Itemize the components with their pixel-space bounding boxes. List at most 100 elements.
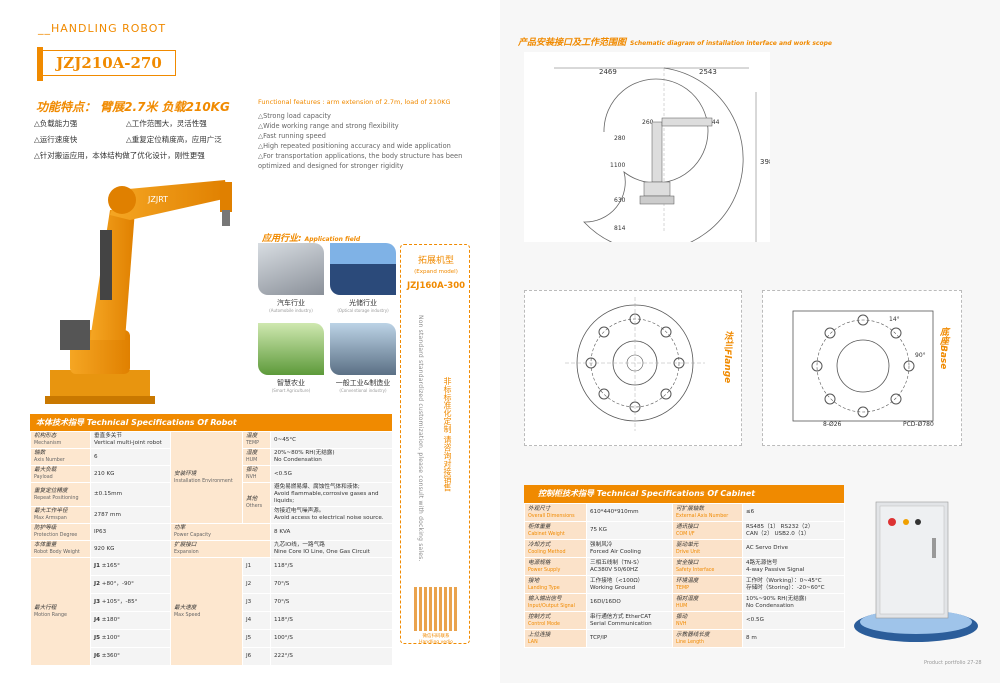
cab-value: 10%~90% RH(无结露) No Condensation — [742, 593, 845, 612]
solar-photo — [330, 243, 396, 295]
page-footer: Product portfolio 27-28 — [924, 660, 982, 666]
model-title: JZJ210A-270 — [37, 47, 176, 81]
joint-speed: 118°/S — [270, 557, 393, 576]
dim-3987: 3987 — [760, 158, 770, 166]
cab-key-en: Cabinet Weight — [528, 531, 565, 537]
spec-key-en: Motion Range — [34, 612, 67, 618]
base-drawing-box: 14° 90° 8-Ø26 PCD-Ø780 底座Base — [762, 290, 962, 446]
cab-key-en: TEMP — [676, 585, 689, 591]
spec-key-en: Payload — [34, 475, 53, 480]
spec-key-en: NVH — [246, 475, 257, 480]
joint-label: J4 — [94, 617, 100, 623]
spec-key: 最大负载 — [34, 467, 57, 473]
application-title-en: Application field — [304, 236, 361, 243]
spec-key-en: Installation Environment — [174, 478, 233, 484]
robot-logo: JZJRT — [147, 195, 168, 204]
joint-label: J5 — [242, 629, 271, 648]
cab-key: 振动 — [676, 613, 688, 620]
qr-code-icon[interactable] — [414, 587, 458, 631]
spec-key: 湿度 — [246, 450, 258, 456]
spec-key-en: Expansion — [174, 550, 199, 555]
joint-label: J2 — [94, 581, 100, 587]
app-caption-cn: 汽车行业 — [276, 299, 305, 307]
app-optical-storage: 光储行业(Optical storage industry) — [330, 243, 396, 317]
spec-key-en: TEMP — [246, 441, 259, 446]
spec-key-en: Max Armspan — [34, 516, 67, 521]
industry-photo — [330, 323, 396, 375]
flange-drawing — [565, 297, 705, 431]
robot-spec-header: 本体技术指导 Technical Specifications Of Robot — [30, 414, 392, 431]
spec-value: 避免易燃易爆、腐蚀性气体和液体; Avoid flammable,corrosi… — [270, 482, 393, 507]
joint-speed: 70°/S — [270, 575, 393, 594]
joint-label: J4 — [242, 611, 271, 630]
cab-key: 控制方式 — [528, 613, 551, 620]
spec-value: ±0.15mm — [90, 482, 171, 507]
cab-key: 输入输出信号 — [528, 595, 562, 602]
cab-key: 冷却方式 — [528, 541, 551, 548]
cab-value: 4路无源信号 4-way Passive Signal — [742, 557, 845, 576]
cab-key: 示教器线长度 — [676, 631, 710, 638]
joint-label: J1 — [242, 557, 271, 576]
cab-value: TCP/IP — [586, 629, 673, 648]
feature-en: Functional features : arm extension of 2… — [258, 98, 451, 106]
spec-key-en: Max Speed — [174, 612, 201, 618]
feature-cn: 功能特点： 臂展2.7米 负载210KG — [36, 100, 230, 114]
joint-label: J6 — [242, 647, 271, 666]
work-scope-diagram: 2469 2543 260 1416 244 280 1100 630 814 … — [524, 52, 770, 242]
bullet-cn: △重复定位精度高，应用广泛 — [126, 135, 222, 144]
agriculture-photo — [258, 323, 324, 375]
cab-value: ≤6 — [742, 503, 845, 522]
cab-key-en: COM I/F — [676, 531, 695, 537]
joint-label: J5 — [94, 635, 100, 641]
joint-label: J6 — [94, 653, 100, 659]
joint-label: J1 — [94, 563, 100, 569]
expand-model-name: JZJ160A-300 — [406, 281, 466, 291]
spec-key-en: Power Capacity — [174, 533, 211, 538]
app-caption-cn: 光储行业 — [349, 299, 377, 307]
app-caption-cn: 一般工业&制造业 — [335, 379, 391, 387]
cab-value: 工作接地（<100Ω） Working Ground — [586, 575, 673, 594]
spec-value: 2787 mm — [90, 506, 171, 524]
spec-key: 振动 — [246, 467, 258, 473]
app-general-industry: 一般工业&制造业(Conventional industry) — [330, 323, 396, 397]
cab-value: 610*440*910mm — [586, 503, 673, 522]
bullet-en: △Strong load capacity — [258, 112, 331, 120]
app-caption-cn: 智慧农业 — [277, 379, 305, 387]
bullet-cn: △负载能力强 — [34, 119, 78, 128]
joint-range: +105°，-85° — [101, 599, 138, 605]
spec-key: 轴数 — [34, 450, 46, 456]
brand-line: __HANDLING ROBOT — [38, 22, 167, 35]
application-grid: 汽车行业(Automobile industry) 光储行业(Optical s… — [258, 243, 398, 397]
spec-value: 920 KG — [90, 540, 171, 558]
bullets-en: △Strong load capacity △Wide working rang… — [258, 111, 478, 171]
automobile-photo — [258, 243, 324, 295]
bullet-en: △For transportation applications, the bo… — [258, 152, 463, 170]
bullet-en: △Wide working range and strong flexibili… — [258, 122, 399, 130]
cab-value: 工作时（Working）：0~45°C 存储时（Storing）：-20~60°… — [742, 575, 845, 594]
cab-key-en: NVH — [676, 621, 687, 627]
joint-range: ±360° — [101, 653, 120, 659]
spec-value: <0.5G — [270, 465, 393, 483]
base-label: 底座Base — [938, 327, 948, 370]
cab-key-en: Overall Dimensions — [528, 513, 575, 519]
spec-key-en: Robot Body Weight — [34, 550, 80, 555]
cab-key: 接地 — [528, 577, 540, 584]
cab-key: 柜体重量 — [528, 523, 551, 530]
spec-key-en: Others — [246, 504, 263, 509]
spec-key-en: Mechanism — [34, 441, 62, 446]
cab-key-en: Safety Interface — [676, 567, 715, 573]
spec-value: 6 — [90, 448, 171, 466]
bullet-en: △High repeated positioning accuracy and … — [258, 142, 451, 150]
joint-speed: 222°/S — [270, 647, 393, 666]
dim-280: 280 — [614, 135, 626, 142]
spec-value: 垂直多关节 Vertical multi-joint robot — [90, 431, 171, 449]
cab-key: 外观尺寸 — [528, 505, 551, 512]
cab-key-en: LAN — [528, 639, 538, 645]
cabinet-illustration — [854, 501, 978, 642]
